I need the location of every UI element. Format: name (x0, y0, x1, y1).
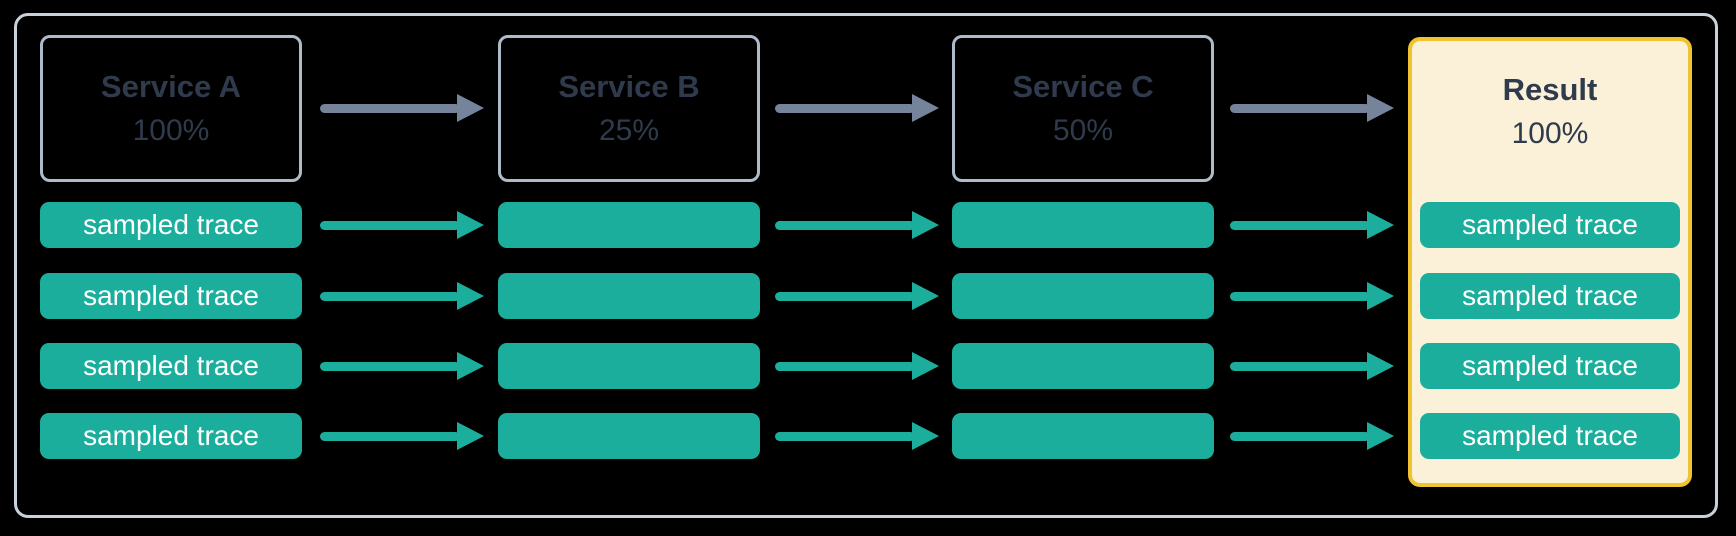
trace-bar-result-3: sampled trace (1420, 343, 1680, 389)
service-c-title: Service C (1012, 68, 1154, 104)
arrow-shaft (320, 292, 460, 301)
service-c-rate: 50% (1052, 113, 1114, 147)
trace-bar-a-4: sampled trace (40, 413, 302, 459)
arrow-head-icon (912, 422, 939, 450)
trace-bar-b-2 (498, 273, 760, 319)
service-a-title: Service A (100, 68, 242, 104)
arrow-shaft (1230, 104, 1370, 113)
trace-bar-c-3 (952, 343, 1214, 389)
trace-flow-arrow-a-b-3 (320, 352, 484, 380)
arrow-shaft (320, 362, 460, 371)
arrow-head-icon (457, 211, 484, 239)
arrow-head-icon (1367, 422, 1394, 450)
arrow-head-icon (1367, 211, 1394, 239)
arrow-shaft (320, 104, 460, 113)
arrow-shaft (320, 221, 460, 230)
trace-bar-result-1: sampled trace (1420, 202, 1680, 248)
result-box: Result 100% (1408, 37, 1692, 487)
service-flow-arrow-b-c (775, 94, 939, 122)
arrow-head-icon (457, 282, 484, 310)
pipeline-frame (14, 13, 1718, 518)
arrow-shaft (320, 432, 460, 441)
service-b-title: Service B (558, 68, 700, 104)
arrow-head-icon (457, 352, 484, 380)
trace-flow-arrow-b-c-4 (775, 422, 939, 450)
trace-flow-arrow-c-result-2 (1230, 282, 1394, 310)
trace-bar-c-1 (952, 202, 1214, 248)
trace-bar-a-3: sampled trace (40, 343, 302, 389)
arrow-shaft (775, 221, 915, 230)
trace-bar-b-1 (498, 202, 760, 248)
arrow-shaft (775, 292, 915, 301)
arrow-head-icon (1367, 94, 1394, 122)
trace-bar-a-2: sampled trace (40, 273, 302, 319)
trace-bar-result-4: sampled trace (1420, 413, 1680, 459)
trace-bar-c-2 (952, 273, 1214, 319)
trace-flow-arrow-c-result-3 (1230, 352, 1394, 380)
trace-bar-b-3 (498, 343, 760, 389)
arrow-head-icon (457, 94, 484, 122)
result-header: Result 100% (1412, 41, 1688, 156)
arrow-head-icon (912, 352, 939, 380)
result-title: Result (1502, 72, 1598, 107)
service-b-rate: 25% (598, 113, 660, 147)
service-a-rate: 100% (132, 113, 210, 147)
trace-flow-arrow-a-b-1 (320, 211, 484, 239)
arrow-shaft (775, 362, 915, 371)
arrow-head-icon (1367, 282, 1394, 310)
trace-flow-arrow-a-b-2 (320, 282, 484, 310)
arrow-shaft (1230, 362, 1370, 371)
arrow-shaft (1230, 292, 1370, 301)
trace-bar-result-2: sampled trace (1420, 273, 1680, 319)
result-rate: 100% (1511, 117, 1589, 150)
arrow-head-icon (912, 94, 939, 122)
trace-flow-arrow-a-b-4 (320, 422, 484, 450)
trace-bar-a-1: sampled trace (40, 202, 302, 248)
arrow-shaft (1230, 221, 1370, 230)
service-a-box: Service A 100% (40, 35, 302, 182)
arrow-head-icon (912, 211, 939, 239)
trace-flow-arrow-c-result-4 (1230, 422, 1394, 450)
trace-flow-arrow-b-c-2 (775, 282, 939, 310)
trace-flow-arrow-c-result-1 (1230, 211, 1394, 239)
arrow-shaft (775, 104, 915, 113)
trace-bar-c-4 (952, 413, 1214, 459)
arrow-shaft (1230, 432, 1370, 441)
arrow-shaft (775, 432, 915, 441)
service-flow-arrow-a-b (320, 94, 484, 122)
trace-bar-b-4 (498, 413, 760, 459)
trace-flow-arrow-b-c-1 (775, 211, 939, 239)
arrow-head-icon (1367, 352, 1394, 380)
service-b-box: Service B 25% (498, 35, 760, 182)
service-flow-arrow-c-result (1230, 94, 1394, 122)
arrow-head-icon (912, 282, 939, 310)
trace-flow-arrow-b-c-3 (775, 352, 939, 380)
arrow-head-icon (457, 422, 484, 450)
service-c-box: Service C 50% (952, 35, 1214, 182)
